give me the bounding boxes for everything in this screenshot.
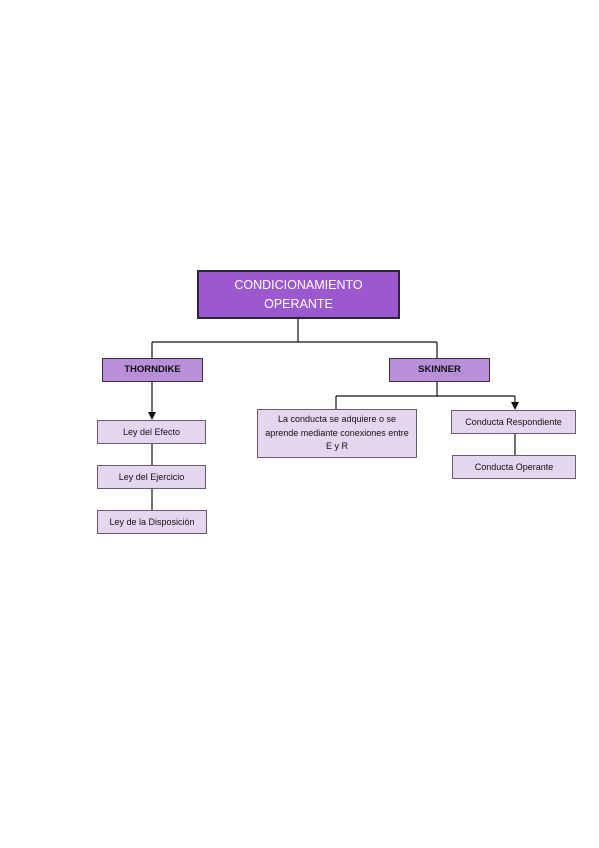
ley-efecto-node: Ley del Efecto — [97, 420, 206, 444]
root-label: CONDICIONAMIENTO OPERANTE — [234, 277, 363, 311]
conducta-operante-node: Conducta Operante — [452, 455, 576, 479]
connector-skinner-branches — [335, 382, 515, 409]
skinner-label: SKINNER — [418, 363, 461, 375]
root-node: CONDICIONAMIENTO OPERANTE — [197, 270, 400, 319]
skinner-description-label: La conducta se adquiere o se aprende med… — [265, 414, 409, 452]
conducta-respondiente-label: Conducta Respondiente — [465, 416, 562, 427]
ley-disposicion-node: Ley de la Disposición — [97, 510, 207, 534]
ley-disposicion-label: Ley de la Disposición — [109, 516, 195, 527]
ley-efecto-label: Ley del Efecto — [122, 426, 181, 437]
ley-ejercicio-node: Ley del Ejercicio — [97, 465, 206, 489]
connector-root-branches — [151, 319, 438, 358]
skinner-description-node: La conducta se adquiere o se aprende med… — [257, 409, 417, 458]
ley-ejercicio-label: Ley del Ejercicio — [118, 471, 185, 482]
skinner-node: SKINNER — [389, 358, 490, 382]
conducta-respondiente-node: Conducta Respondiente — [451, 410, 576, 434]
thorndike-node: THORNDIKE — [102, 358, 203, 382]
thorndike-label: THORNDIKE — [124, 363, 181, 375]
conducta-operante-label: Conducta Operante — [474, 461, 554, 472]
